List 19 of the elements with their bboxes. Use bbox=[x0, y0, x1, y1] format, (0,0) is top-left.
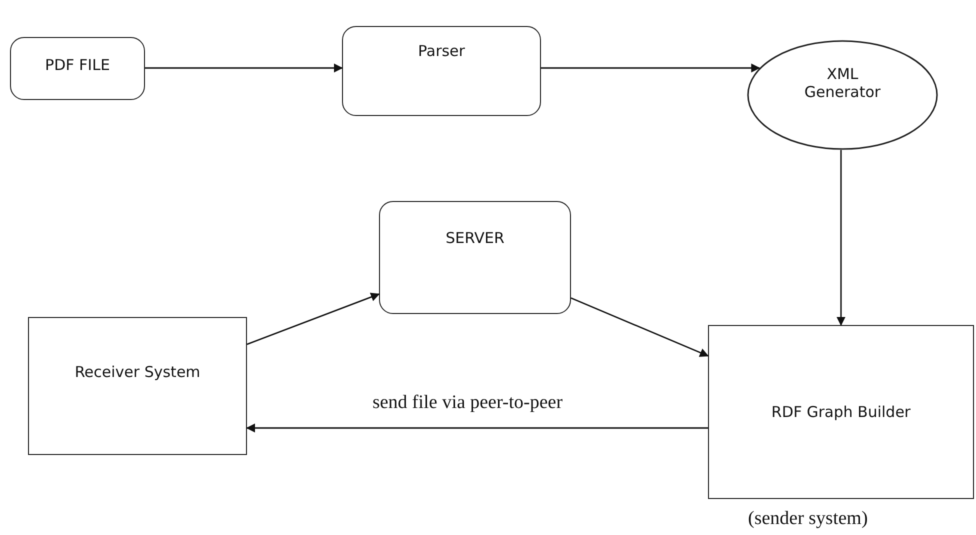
arrow bbox=[570, 297, 709, 357]
process-box bbox=[379, 201, 571, 314]
arrow bbox=[246, 424, 708, 432]
process-box bbox=[10, 37, 145, 100]
process-box bbox=[342, 26, 541, 116]
arrow bbox=[145, 64, 343, 72]
system-box bbox=[28, 317, 247, 455]
arrow bbox=[541, 64, 760, 72]
node-label: PDF FILE bbox=[45, 56, 110, 74]
arrow bbox=[836, 150, 846, 326]
node-label: RDF Graph Builder bbox=[771, 403, 911, 421]
system-box bbox=[708, 325, 974, 499]
node-label: SERVER bbox=[446, 228, 504, 246]
arrow bbox=[246, 292, 380, 345]
node-label: Receiver System bbox=[74, 363, 200, 381]
node-label: XML Generator bbox=[803, 65, 882, 101]
ellipse-node bbox=[747, 40, 938, 150]
node-label: Parser bbox=[418, 42, 465, 60]
node-caption: (sender system) bbox=[748, 508, 868, 530]
